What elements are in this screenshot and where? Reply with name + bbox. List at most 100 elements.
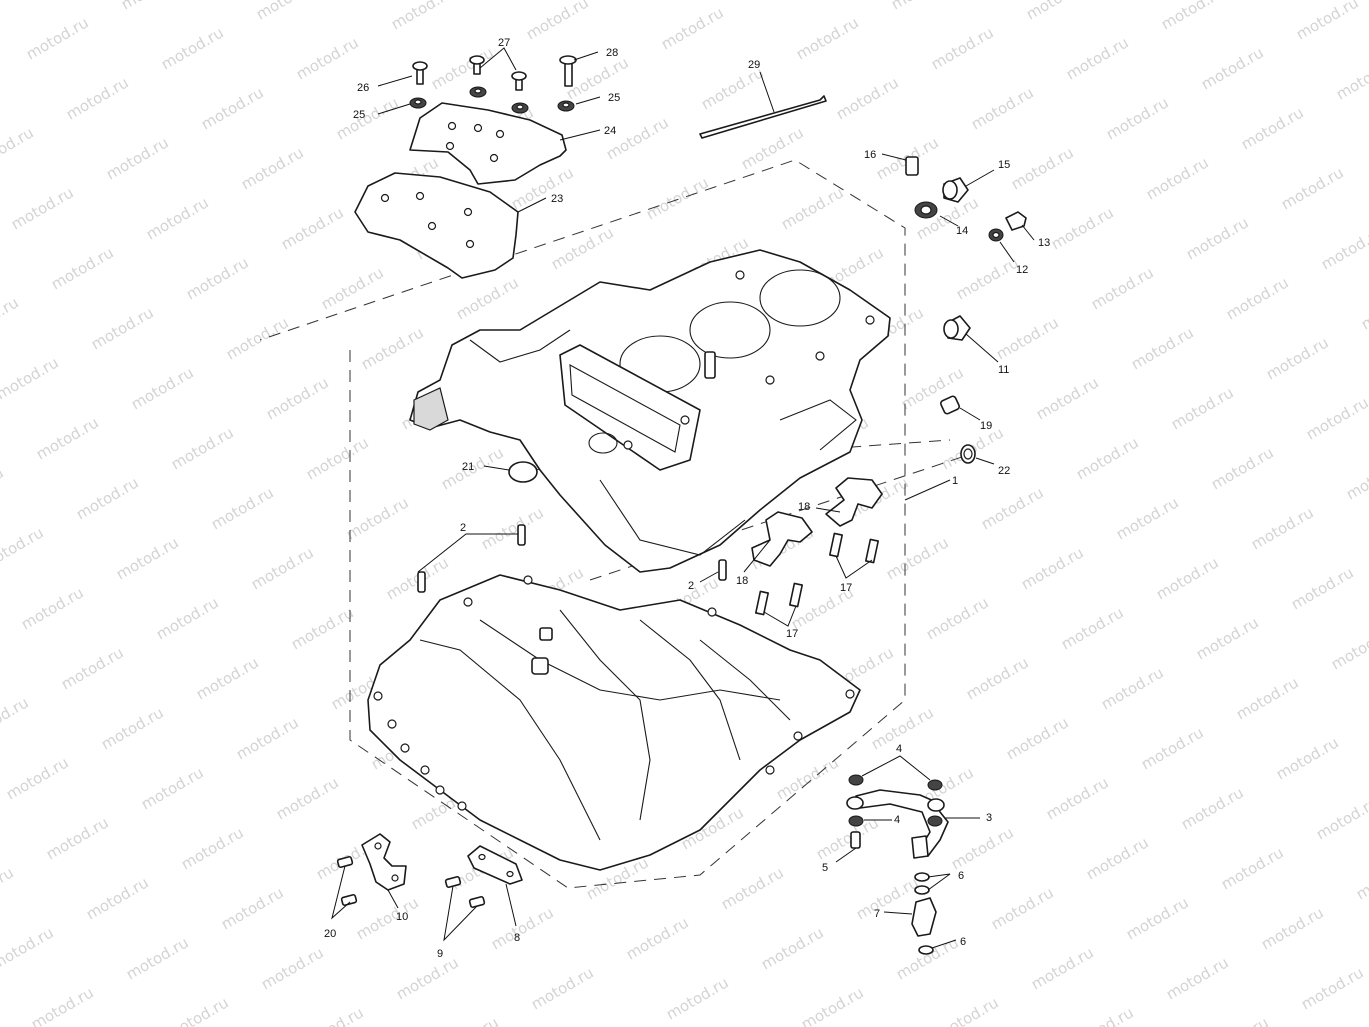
watermark-text: motod.ru [0,693,32,743]
watermark-text: motod.ru [43,813,112,863]
watermark-text: motod.ru [523,0,592,43]
leader-lines [331,47,1035,949]
watermark-text: motod.ru [663,973,732,1023]
watermark-text: motod.ru [0,863,17,913]
watermark-text: motod.ru [1208,443,1277,493]
watermark-text: motod.ru [193,653,262,703]
watermark-text: motod.ru [123,933,192,983]
watermark-text: motod.ru [28,983,97,1027]
watermark-text: motod.ru [218,883,287,933]
watermark-text: motod.ru [1178,783,1247,833]
watermark-text: motod.ru [928,23,997,73]
watermark-text: motod.ru [1103,93,1172,143]
watermark-text: motod.ru [603,113,672,163]
callout-11: 11 [998,364,1009,376]
watermark-text: motod.ru [968,83,1037,133]
watermark-text: motod.ru [1223,273,1292,323]
watermark-text: motod.ru [1098,663,1167,713]
watermark-text: motod.ru [273,773,342,823]
watermark-text: motod.ru [1343,453,1369,503]
callout-6-lower: 6 [960,936,966,948]
watermark-text: motod.ru [0,0,52,3]
watermark-text: motod.ru [0,123,37,173]
watermark-text: motod.ru [658,3,727,53]
callout-1: 1 [952,475,958,487]
watermark-text: motod.ru [948,823,1017,873]
watermark-text: motod.ru [238,143,307,193]
watermark-text: motod.ru [178,823,247,873]
watermark-text: motod.ru [978,483,1047,533]
watermark-text: motod.ru [753,0,822,3]
watermark-text: motod.ru [23,13,92,63]
watermark-text: motod.ru [293,33,362,83]
watermark-text: motod.ru [1158,0,1227,33]
watermark-text: motod.ru [548,223,617,273]
watermark-text: motod.ru [1298,963,1367,1013]
watermark-text: motod.ru [143,193,212,243]
watermark-text: motod.ru [883,533,952,583]
watermark-text: motod.ru [1303,393,1369,443]
watermark-text: motod.ru [1203,1013,1272,1027]
callout-27: 27 [498,37,510,49]
right-small-parts [905,156,1027,464]
callout-labels: 26 25 27 28 25 24 23 29 16 15 14 13 12 1… [324,37,1050,960]
callout-5: 5 [822,862,828,874]
breather-gasket [354,172,519,279]
callout-7: 7 [874,908,880,920]
watermark-text: motod.ru [813,813,882,863]
watermark-text: motod.ru [1218,843,1287,893]
watermark-text: motod.ru [153,593,222,643]
watermark-text: motod.ru [1333,53,1369,103]
watermark-text: motod.ru [118,0,187,13]
watermark-text: motod.ru [1358,283,1369,333]
callout-20: 20 [324,928,336,940]
watermark-text: motod.ru [1353,853,1369,903]
watermark-text: motod.ru [758,923,827,973]
watermark-text: motod.ru [18,583,87,633]
bracket-10 [336,833,407,907]
watermark-text: motod.ru [258,943,327,993]
callout-24: 24 [604,125,616,137]
watermark-text: motod.ru [1193,613,1262,663]
breather-cover-plate [409,102,567,185]
watermark-text: motod.ru [138,763,207,813]
watermark-text: motod.ru [393,953,462,1003]
watermark-text: motod.ru [1263,333,1332,383]
callout-25-right: 25 [608,92,620,104]
watermark-text: motod.ru [88,303,157,353]
watermark-text: motod.ru [798,983,867,1027]
watermark-text: motod.ru [48,243,117,293]
watermark-text: motod.ru [298,1003,367,1027]
watermark-text: motod.ru [1083,833,1152,883]
callout-18-lower: 18 [736,575,748,587]
watermark-text: motod.ru [1113,493,1182,543]
watermark-text: motod.ru [158,23,227,73]
watermark-text: motod.ru [453,273,522,323]
watermark-text: motod.ru [718,863,787,913]
cap-bolts [755,532,879,616]
callout-28: 28 [606,47,618,59]
watermark-text: motod.ru [833,73,902,123]
watermark-text: motod.ru [1008,143,1077,193]
watermark-text: motod.ru [208,483,277,533]
watermark-text: motod.ru [1328,623,1369,673]
watermark-text: motod.ru [478,503,547,553]
watermark-text: motod.ru [0,923,57,973]
watermark-text: motod.ru [488,903,557,953]
callout-4-middle: 4 [894,814,900,826]
watermark-text: motod.ru [1088,263,1157,313]
callout-21: 21 [462,461,474,473]
watermark-text: motod.ru [988,883,1057,933]
watermark-text: motod.ru [128,363,197,413]
watermark-text: motod.ru [933,993,1002,1027]
callout-19: 19 [980,420,992,432]
watermark-text: motod.ru [1138,723,1207,773]
callout-2-right: 2 [688,580,694,592]
watermark-text: motod.ru [63,73,132,123]
watermark-text: motod.ru [1238,103,1307,153]
watermark-text: motod.ru [1023,0,1092,23]
watermark-text: motod.ru [1043,773,1112,823]
watermark-text: motod.ru [183,253,252,303]
callout-14: 14 [956,225,968,237]
callout-6-upper: 6 [958,870,964,882]
